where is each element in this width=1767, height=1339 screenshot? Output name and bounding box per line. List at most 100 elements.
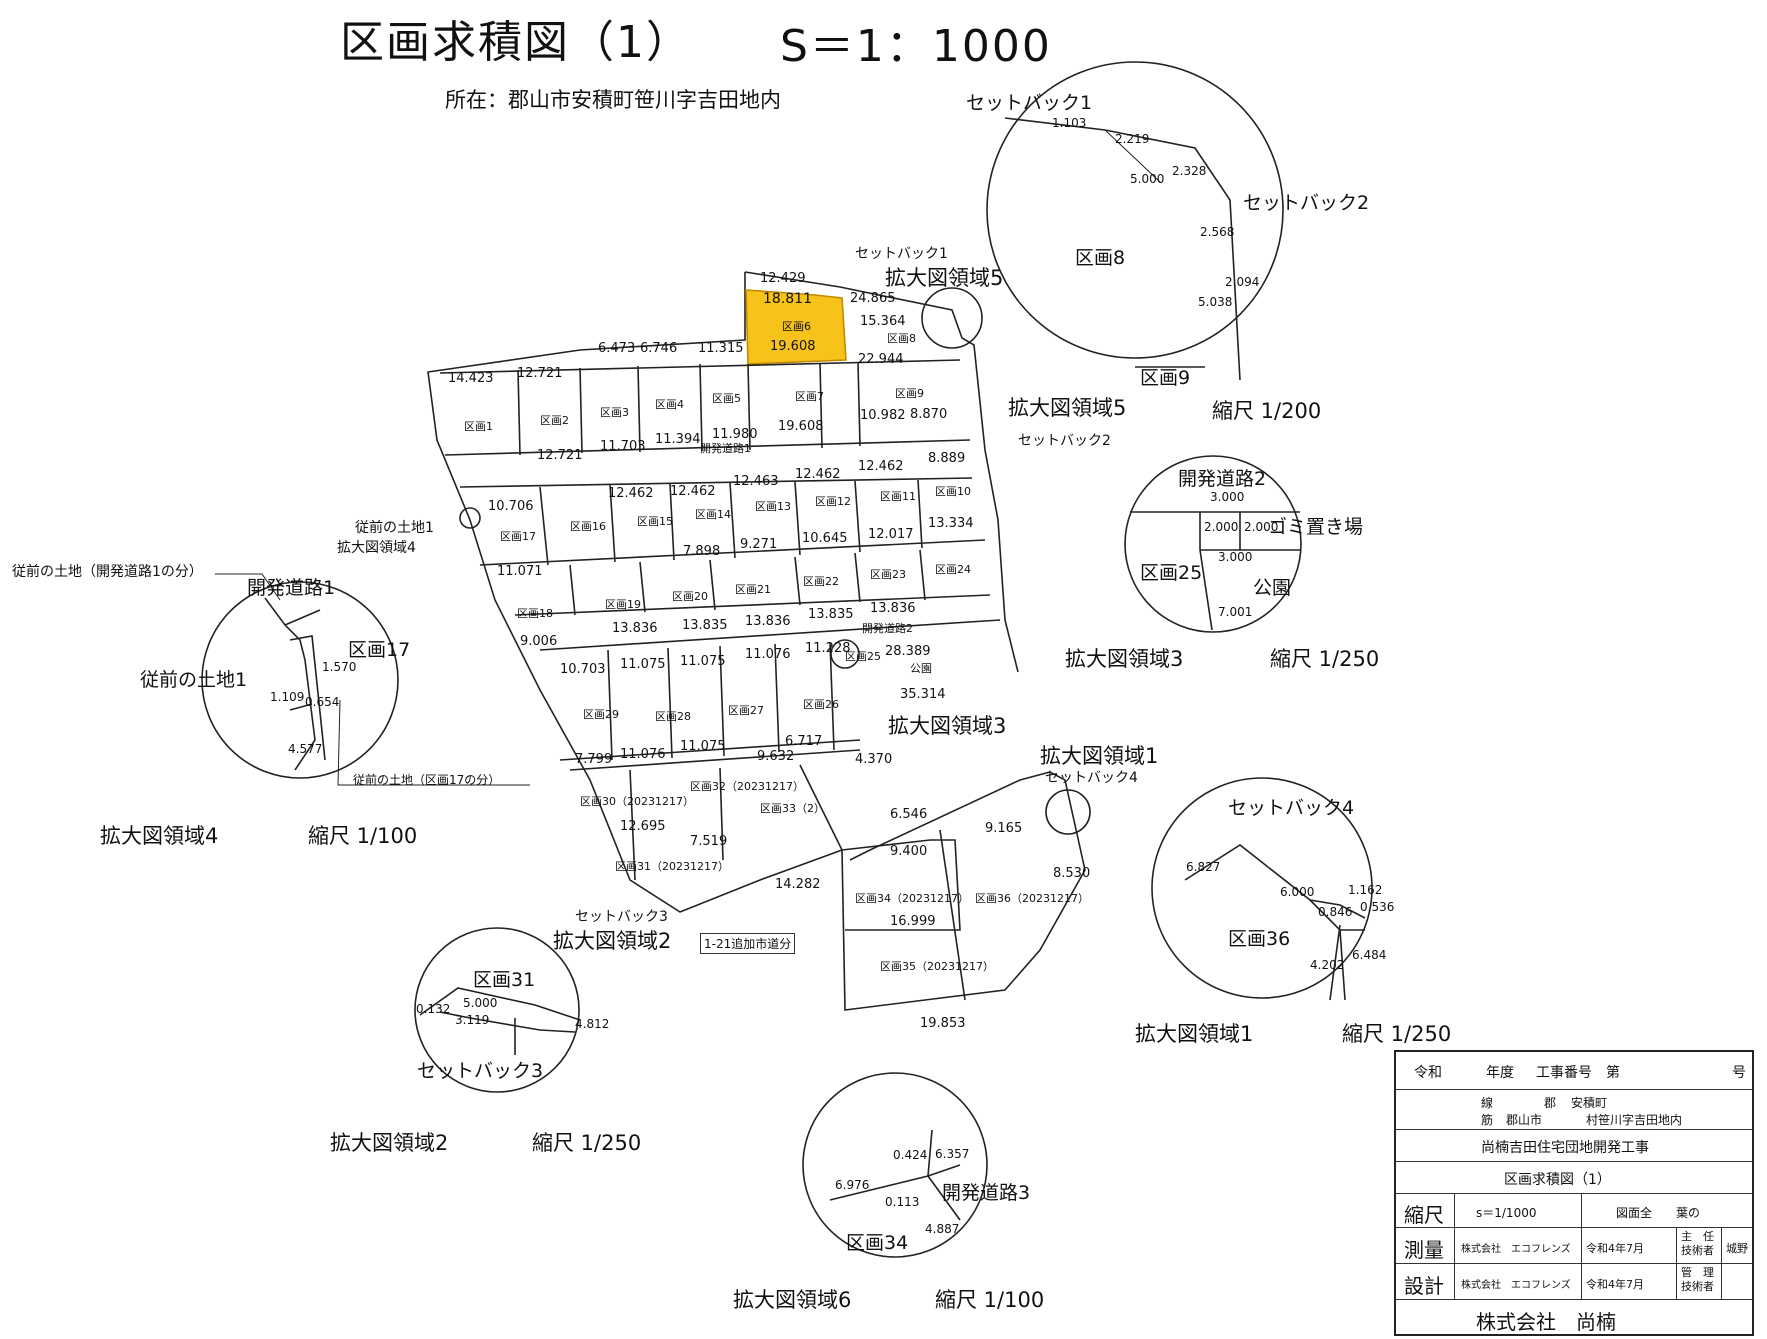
svg-text:区画36（20231217）: 区画36（20231217）: [975, 892, 1089, 905]
svg-text:区画23: 区画23: [870, 568, 906, 581]
tb-scale-label: 縮尺: [1404, 1203, 1444, 1227]
svg-text:13.836: 13.836: [745, 614, 791, 629]
svg-text:19.608: 19.608: [778, 419, 824, 434]
svg-text:7.519: 7.519: [690, 834, 727, 849]
svg-text:6.746: 6.746: [640, 341, 677, 356]
svg-text:区画21: 区画21: [735, 583, 771, 596]
svg-text:区画30（20231217）: 区画30（20231217）: [580, 795, 694, 808]
svg-text:区画14: 区画14: [695, 508, 731, 521]
tb-line: 線: [1481, 1096, 1494, 1110]
inset3-label: 拡大図領域3: [1065, 647, 1184, 671]
tb-job: 工事番号 第: [1536, 1065, 1620, 1081]
svg-text:13.836: 13.836: [612, 621, 658, 636]
svg-text:11.703: 11.703: [600, 439, 646, 454]
svg-text:区画18: 区画18: [517, 607, 553, 620]
inset4-road: 開発道路1: [247, 577, 336, 599]
tb-survey-company: 株式会社 エコフレンズ: [1461, 1244, 1571, 1255]
inset1-dim3: 4.202: [1310, 958, 1345, 972]
svg-text:区画16: 区画16: [570, 520, 606, 533]
inset6-dim1: 6.976: [835, 1178, 870, 1192]
inset4-dim4: 0.654: [305, 695, 340, 709]
tb-survey-date: 令和4年7月: [1586, 1242, 1644, 1255]
inset6-road: 開発道路3: [942, 1182, 1031, 1204]
inset3-garbage: ゴミ置き場: [1268, 516, 1364, 538]
svg-text:13.835: 13.835: [682, 618, 728, 633]
tb-row-survey: 測量 株式会社 エコフレンズ 令和4年7月 主 任 技術者 城野: [1396, 1228, 1752, 1264]
svg-text:35.314: 35.314: [900, 687, 946, 702]
tb-scale-value: s＝1/1000: [1476, 1206, 1537, 1220]
svg-text:区画33（2）: 区画33（2）: [760, 802, 825, 815]
inset5-dim2: 2.219: [1115, 132, 1150, 146]
inset2-dim4: 0.132: [416, 1002, 451, 1016]
inset5-lot8: 区画8: [1075, 247, 1126, 269]
tb-owner: 株式会社 尚楠: [1476, 1310, 1616, 1334]
svg-text:9.400: 9.400: [890, 844, 927, 859]
svg-text:28.389: 28.389: [885, 644, 931, 659]
inset5-dim1: 1.103: [1052, 116, 1087, 130]
svg-text:11.075: 11.075: [680, 654, 726, 669]
inset2-setback3: セットバック3: [417, 1060, 544, 1082]
svg-text:区画3: 区画3: [600, 406, 629, 419]
location-text: 所在：郡山市安積町笹川字吉田地内: [445, 88, 781, 112]
svg-text:11.076: 11.076: [745, 647, 791, 662]
svg-text:開発道路2: 開発道路2: [862, 621, 913, 635]
svg-text:10.706: 10.706: [488, 499, 534, 514]
svg-text:12.462: 12.462: [795, 467, 841, 482]
svg-text:区画6: 区画6: [782, 320, 811, 333]
site-boundary: [744, 271, 1019, 673]
svg-text:12.462: 12.462: [608, 486, 654, 501]
inset4-dim2: 1.109: [270, 690, 305, 704]
callout-setback1: セットバック1: [855, 246, 948, 262]
tb-year: 年度: [1486, 1065, 1514, 1081]
callout-added-road: 1-21追加市道分: [700, 933, 796, 954]
svg-text:14.282: 14.282: [775, 877, 821, 892]
svg-text:11.076: 11.076: [620, 747, 666, 762]
svg-text:10.645: 10.645: [802, 531, 848, 546]
inset2-lot31: 区画31: [473, 969, 536, 991]
svg-text:12.695: 12.695: [620, 819, 666, 834]
callout-area5-top: 拡大図領域5: [885, 266, 1004, 290]
svg-text:13.334: 13.334: [928, 516, 974, 531]
svg-text:区画29: 区画29: [583, 708, 619, 721]
inset4-note2: 従前の土地（区画17の分）: [353, 773, 501, 787]
svg-text:区画19: 区画19: [605, 598, 641, 611]
svg-text:11.228: 11.228: [805, 641, 851, 656]
svg-text:13.835: 13.835: [808, 607, 854, 622]
tb-row-job: 令和 年度 工事番号 第 号: [1396, 1052, 1752, 1090]
inset4-lot17: 区画17: [348, 639, 411, 661]
tb-no: 号: [1732, 1065, 1746, 1081]
inset2-scale: 縮尺 1/250: [532, 1131, 642, 1155]
svg-text:区画27: 区画27: [728, 704, 764, 717]
tb-drawing: 区画求積図（1）: [1504, 1172, 1611, 1188]
svg-text:区画24: 区画24: [935, 563, 971, 576]
callout-setback3: セットバック3: [575, 909, 668, 925]
tb-row-owner: 株式会社 尚楠: [1396, 1300, 1752, 1336]
inset4-label: 拡大図領域4: [100, 824, 219, 848]
drawing-scale: S＝1：1000: [780, 21, 1052, 72]
inset4-dim3: 4.577: [288, 742, 323, 756]
svg-text:区画9: 区画9: [895, 387, 924, 400]
svg-text:16.999: 16.999: [890, 914, 936, 929]
inset6-dim2: 6.357: [935, 1147, 970, 1161]
callout-area3: 拡大図領域3: [888, 714, 1007, 738]
svg-text:11.075: 11.075: [680, 739, 726, 754]
svg-text:9.271: 9.271: [740, 537, 777, 552]
svg-text:6.546: 6.546: [890, 807, 927, 822]
inset1-dim4: 6.484: [1352, 948, 1387, 962]
svg-text:6.717: 6.717: [785, 734, 822, 749]
inset3-dim1: 3.000: [1210, 490, 1245, 504]
svg-text:18.811: 18.811: [763, 291, 812, 307]
svg-text:区画4: 区画4: [655, 398, 684, 411]
svg-text:9.165: 9.165: [985, 821, 1022, 836]
inset6-dim3: 0.424: [893, 1148, 928, 1162]
svg-text:公園: 公園: [910, 662, 932, 675]
inset2-dim1: 5.000: [463, 996, 498, 1010]
svg-text:4.370: 4.370: [855, 752, 892, 767]
inset1-lot36: 区画36: [1228, 928, 1291, 950]
inset1-setback4: セットバック4: [1228, 797, 1355, 819]
svg-text:開発道路1: 開発道路1: [700, 441, 751, 455]
